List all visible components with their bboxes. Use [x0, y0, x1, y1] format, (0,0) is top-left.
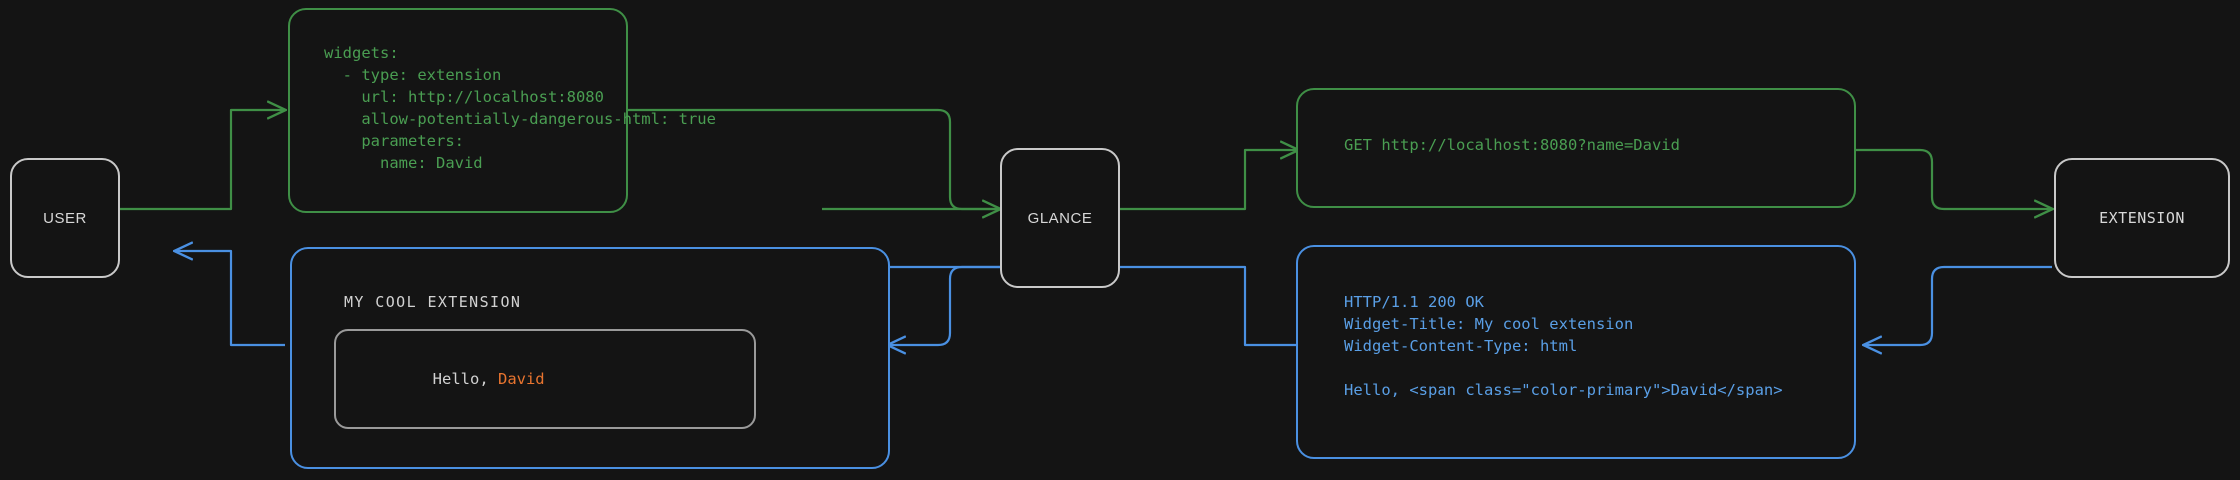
panel-yaml-config: widgets: - type: extension url: http://l… [288, 8, 716, 213]
edge-user-to-config [120, 110, 285, 211]
panel-http-request: GET http://localhost:8080?name=David [1296, 88, 1856, 208]
rendered-widget-body: Hello, David [334, 329, 756, 429]
yaml-config-text: widgets: - type: extension url: http://l… [324, 44, 716, 172]
http-request-text: GET http://localhost:8080?name=David [1344, 136, 1680, 154]
edge-glance-to-rendered-widget [888, 265, 1000, 345]
edge-extension-to-http-response [1864, 265, 2052, 345]
rendered-widget-greeting-name: David [497, 370, 545, 388]
node-glance-label: GLANCE [1027, 209, 1093, 227]
rendered-widget-title: MY COOL EXTENSION [344, 293, 522, 311]
node-user[interactable]: USER [10, 158, 120, 278]
rendered-widget-greeting-prefix: Hello, [432, 370, 498, 388]
node-extension[interactable]: EXTENSION [2054, 158, 2230, 278]
panel-http-response: HTTP/1.1 200 OK Widget-Title: My cool ex… [1296, 245, 1856, 459]
node-glance[interactable]: GLANCE [1000, 148, 1120, 288]
rendered-widget-greeting: Hello, David [358, 352, 545, 406]
edge-rendered-widget-to-user [175, 251, 285, 347]
http-response-text: HTTP/1.1 200 OK Widget-Title: My cool ex… [1344, 293, 1783, 399]
panel-rendered-widget: MY COOL EXTENSION Hello, David [290, 247, 890, 469]
node-user-label: USER [43, 209, 87, 227]
node-extension-label: EXTENSION [2099, 209, 2185, 227]
